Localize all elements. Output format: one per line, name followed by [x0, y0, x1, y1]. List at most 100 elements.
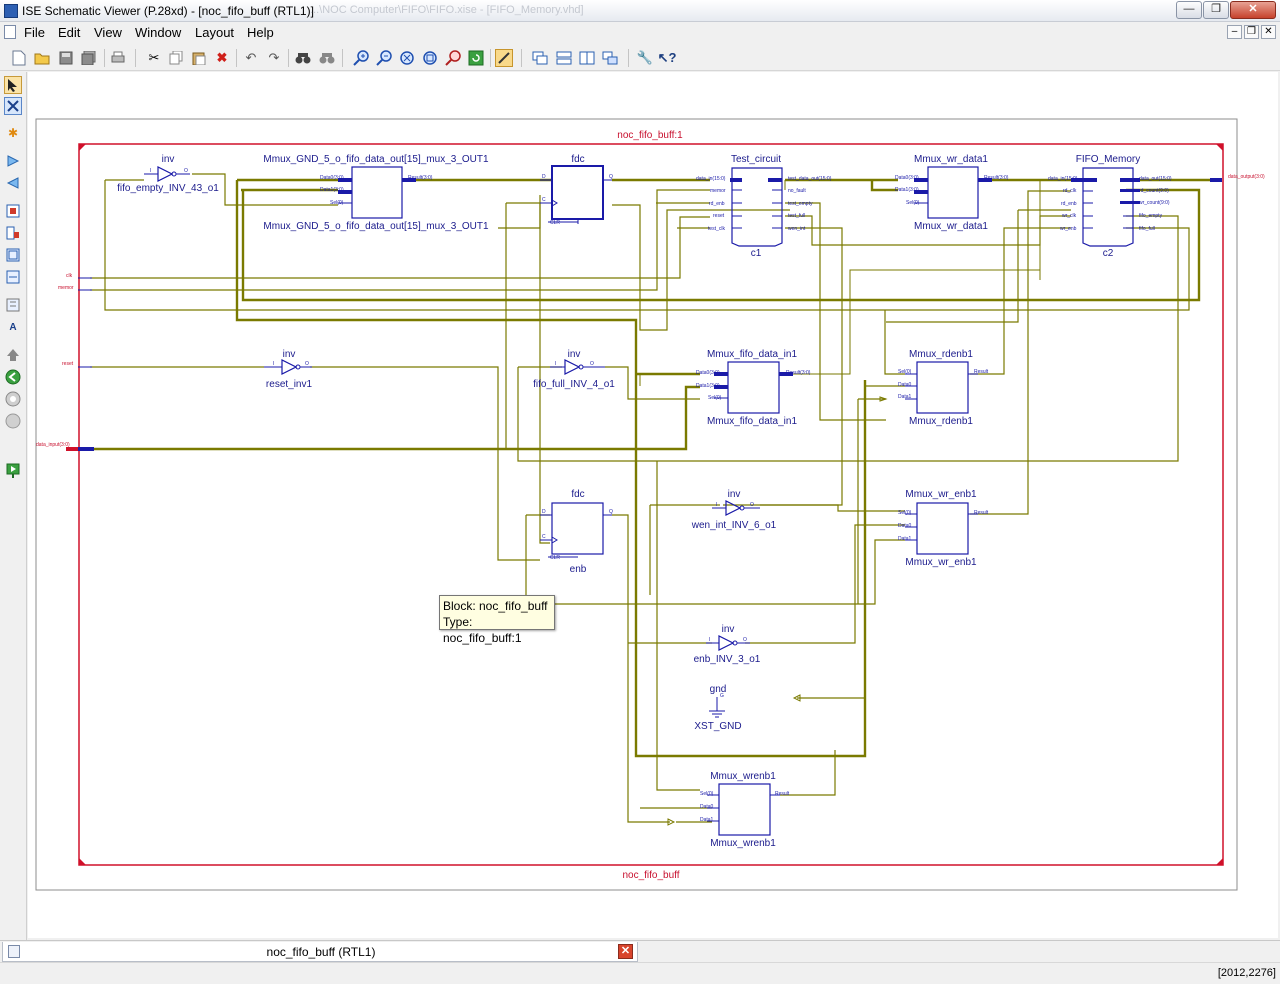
menu-file[interactable]: File: [24, 25, 45, 40]
schematic-drawing[interactable]: noc_fifo_buff:1 noc_fifo_buff: [28, 72, 1278, 938]
new-icon[interactable]: [10, 49, 28, 67]
fdc-top: [540, 165, 612, 224]
mux-wr-data1-pin-sel: Sel(0): [906, 200, 920, 206]
port-data-output: data_output(3:0): [1228, 174, 1265, 180]
menu-view[interactable]: View: [94, 25, 122, 40]
mdi-restore-button[interactable]: ❐: [1244, 25, 1259, 39]
mux-wr-data1: [914, 166, 992, 219]
zoom-selected-icon[interactable]: [444, 49, 462, 67]
gnd-type: gnd: [710, 684, 727, 695]
tile-horizontal-icon[interactable]: [555, 49, 573, 67]
window-title: ISE Schematic Viewer (P.28xd) - [noc_fif…: [22, 4, 314, 18]
port-reset: reset: [62, 361, 74, 367]
fm-pin-wr-clk: wr_clk: [1062, 213, 1077, 219]
inv-pin-i: I: [150, 168, 151, 174]
gnd-symbol: [709, 697, 725, 718]
fdc-label: fdc: [571, 154, 584, 165]
menu-help[interactable]: Help: [247, 25, 274, 40]
properties-icon[interactable]: 🔧: [636, 50, 654, 65]
zoom-out-icon[interactable]: [375, 49, 393, 67]
windows-icon[interactable]: [601, 49, 619, 67]
minimize-button[interactable]: —: [1176, 1, 1202, 19]
run-icon[interactable]: [4, 462, 22, 480]
mux-pin-result: Result(3:0): [408, 175, 433, 181]
copy-icon[interactable]: [167, 49, 185, 67]
zoom-full-icon[interactable]: [398, 49, 416, 67]
inv-type: inv: [728, 489, 741, 500]
tile-vertical-icon[interactable]: [578, 49, 596, 67]
port-memor: memor: [58, 285, 74, 291]
print-icon[interactable]: [109, 49, 127, 67]
open-icon[interactable]: [33, 49, 51, 67]
schematic-canvas[interactable]: noc_fifo_buff:1 noc_fifo_buff: [28, 72, 1278, 938]
inv-type: inv: [722, 624, 735, 635]
close-window-button[interactable]: ✕: [1230, 1, 1276, 19]
mux-wr-data1-pin-result: Result(3:0): [984, 175, 1009, 181]
schematic-icon[interactable]: [4, 202, 22, 220]
mux-fdi-pin-sel: Sel(0): [708, 395, 722, 401]
menu-bar: File Edit View Window Layout Help – ❐ ✕: [0, 22, 1280, 43]
mux-wr-data1-label-bottom: Mmux_wr_data1: [914, 221, 988, 232]
run-up-icon[interactable]: [4, 346, 22, 364]
zoom-in-icon[interactable]: [352, 49, 370, 67]
cascade-icon[interactable]: [531, 49, 549, 67]
back-green-icon[interactable]: [4, 368, 22, 386]
back-icon[interactable]: [4, 174, 22, 192]
fdc-pin-c: C: [542, 197, 546, 203]
inv-name: fifo_full_INV_4_o1: [533, 379, 615, 390]
expand-icon[interactable]: [4, 224, 22, 242]
mdi-close-button[interactable]: ✕: [1261, 25, 1276, 39]
port-data-input: data_input(3:0): [36, 442, 70, 448]
mux-fifo-data-in1: [714, 361, 793, 414]
document-icon[interactable]: [4, 25, 16, 39]
fm-pin-fifo-full: fifo_full: [1139, 226, 1155, 232]
menu-edit[interactable]: Edit: [58, 25, 81, 40]
text-icon[interactable]: A: [9, 321, 17, 333]
save-all-icon[interactable]: [80, 49, 98, 67]
collapse-icon[interactable]: [4, 246, 22, 264]
find-next-icon[interactable]: [318, 49, 336, 67]
add-objects-icon[interactable]: ✱: [7, 126, 19, 140]
tc-pin-test-data-out: test_data_out(15:0): [788, 176, 832, 182]
mux-wrenb1-pin-data1: Data1: [700, 817, 714, 823]
help-icon[interactable]: ↖?: [657, 50, 677, 65]
tc-pin-no-fault: no_fault: [788, 188, 806, 194]
menu-window[interactable]: Window: [135, 25, 182, 40]
test-circuit-type: Test_circuit: [731, 154, 781, 165]
mux-fdi-pin-data1: Data1(3:0): [696, 383, 720, 389]
select-mode-icon[interactable]: [495, 49, 513, 67]
refresh-icon[interactable]: [467, 49, 485, 67]
net-select-icon[interactable]: [4, 97, 22, 115]
save-icon[interactable]: [57, 49, 75, 67]
maximize-button[interactable]: ❐: [1203, 1, 1229, 19]
inv-name: enb_INV_3_o1: [694, 654, 761, 665]
fdc-pin-q: Q: [609, 174, 613, 180]
sheet-frame: [35, 118, 1238, 891]
mux-wrenb1-pin-sel: Sel(0): [700, 791, 714, 797]
inv-pin-o: O: [590, 361, 594, 367]
copy-schematic-icon[interactable]: [4, 268, 22, 286]
paste-icon[interactable]: [190, 49, 208, 67]
inv-pin-i: I: [709, 637, 710, 643]
undo-icon[interactable]: ↶: [245, 50, 257, 65]
tab-close-button[interactable]: ✕: [618, 944, 633, 959]
circle-icon[interactable]: [4, 390, 22, 408]
cut-icon[interactable]: ✂: [148, 50, 160, 65]
redo-circle-icon[interactable]: [4, 412, 22, 430]
tc-pin-rd-enb: rd_enb: [709, 201, 725, 207]
select-arrow-icon[interactable]: [4, 76, 22, 94]
zoom-box-icon[interactable]: [421, 49, 439, 67]
delete-icon[interactable]: ✖: [216, 50, 228, 65]
mdi-minimize-button[interactable]: –: [1227, 25, 1242, 39]
mux-fifo-data-in1-label-top: Mmux_fifo_data_in1: [707, 349, 797, 360]
push-icon[interactable]: [4, 296, 22, 314]
find-icon[interactable]: [294, 49, 312, 67]
forward-icon[interactable]: [4, 152, 22, 170]
fdc-enb-pin-d: D: [542, 509, 546, 515]
redo-icon[interactable]: ↷: [268, 50, 280, 65]
fdc-enb-type: fdc: [571, 489, 584, 500]
mux-wr-enb1-pin-data1: Data1: [898, 536, 912, 542]
tab-noc-fifo-buff[interactable]: noc_fifo_buff (RTL1) ✕: [2, 942, 638, 962]
menu-layout[interactable]: Layout: [195, 25, 235, 40]
mux-wrenb1-label-top: Mmux_wrenb1: [710, 771, 776, 782]
